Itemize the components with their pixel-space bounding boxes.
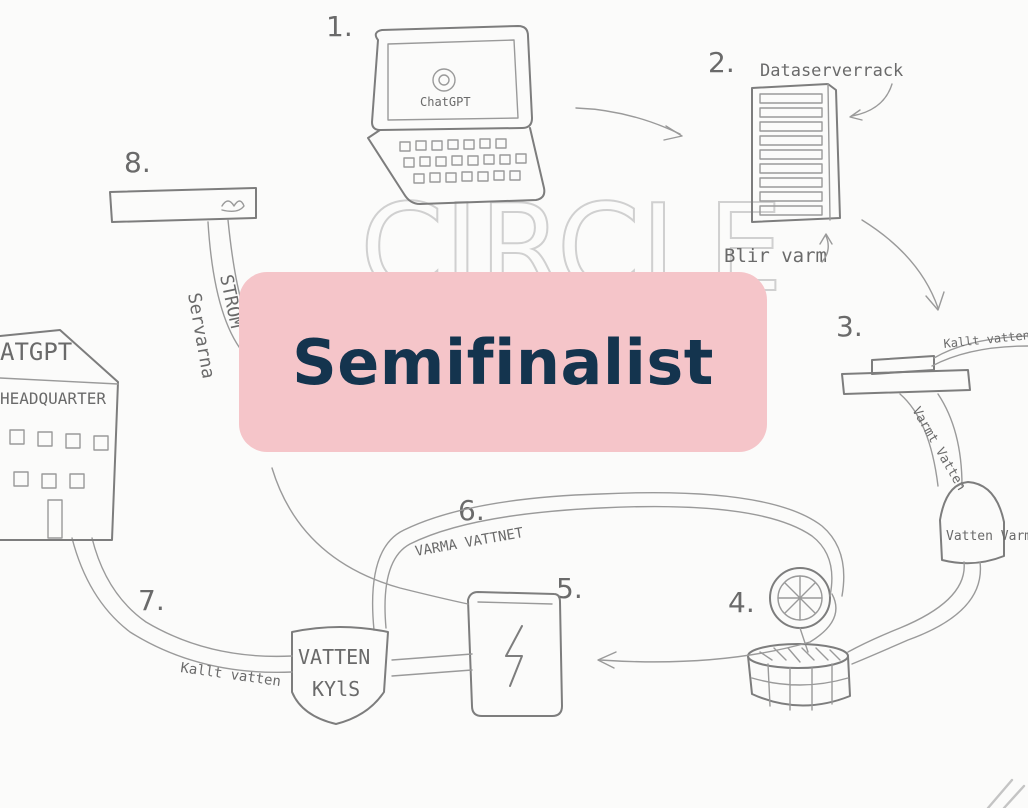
pipe-3-4 (847, 561, 965, 653)
power-line (271, 467, 469, 605)
cold-water-top-label: Kallt vatten (943, 328, 1028, 351)
step-number-1: 1. (326, 10, 353, 43)
turbine-illustration (747, 567, 851, 711)
water-cooler-line2: KYlS (312, 677, 360, 701)
servers-label: Servarna (183, 291, 219, 380)
step-number-8: 8. (124, 146, 151, 179)
power-unit-illustration (467, 591, 563, 717)
water-cooler-line1: VATTEN (298, 645, 370, 669)
cold-water-bottom-label: Kallt vatten (179, 660, 281, 690)
hq-line2: HEADQUARTER (0, 389, 106, 408)
step-number-4: 4. (728, 586, 755, 619)
flow-arrow-4-5 (599, 593, 837, 663)
water-tank-label: Vatten Varm (946, 529, 1028, 544)
server-rack-illustration: Dataserverrack Blir varm (724, 61, 903, 267)
laptop-illustration: ChatGPT (367, 25, 546, 205)
servers-board-illustration: STRÖM Servarna (109, 187, 257, 380)
stray-pencil-marks (986, 778, 1026, 808)
step-number-2: 2. (708, 46, 735, 79)
water-cooler-illustration: VATTEN KYlS (291, 626, 389, 725)
hq-line1: ATGPT (0, 338, 72, 366)
cooling-unit-illustration: Kallt vatten Varmt Vatten Vatten Varm (841, 328, 1028, 565)
headquarters-illustration: ATGPT HEADQUARTER (0, 329, 119, 541)
server-rack-label: Dataserverrack (760, 61, 903, 81)
cold-water-pipe (71, 537, 293, 674)
step-number-7: 7. (138, 584, 165, 617)
laptop-screen-label: ChatGPT (420, 95, 471, 109)
flow-arrow-2-3 (861, 219, 939, 309)
semifinalist-label: Semifinalist (292, 325, 714, 399)
warm-water-return-label: VARMA VATTNET (414, 525, 525, 560)
step-number-3: 3. (836, 310, 863, 343)
semifinalist-badge: Semifinalist (239, 272, 767, 452)
gets-warm-label: Blir varm (724, 245, 827, 267)
warm-water-loop (384, 505, 833, 629)
flow-arrow-1-2 (575, 107, 681, 135)
